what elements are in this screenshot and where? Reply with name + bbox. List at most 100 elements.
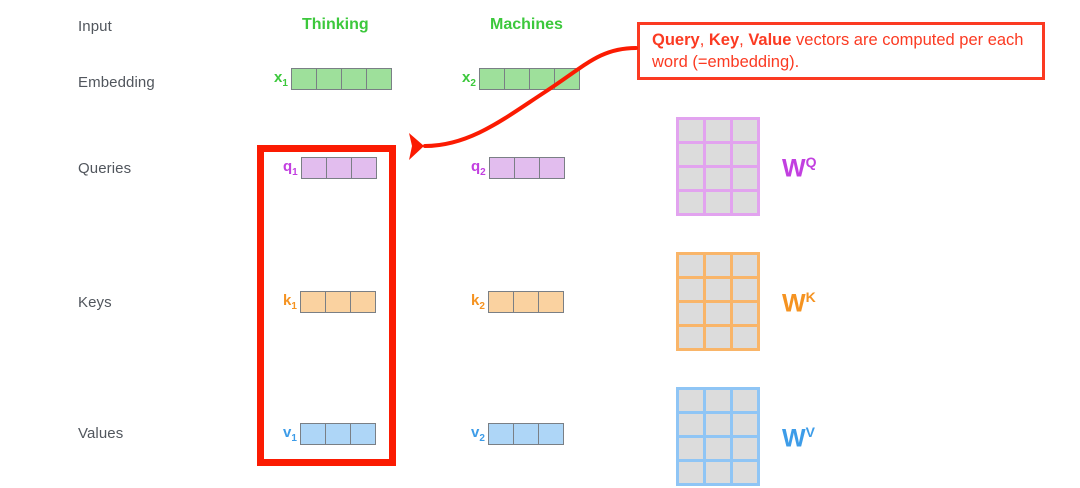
matrix-cell [733, 279, 757, 300]
matrix-cell [679, 390, 703, 411]
vector-name-x1: x1 [274, 68, 288, 89]
matrix-cell [733, 390, 757, 411]
vector-cell [349, 291, 376, 313]
matrix-cell [706, 168, 730, 189]
vector-name-v2: v2 [471, 423, 485, 444]
vector-cell [487, 291, 514, 313]
vector-cell [513, 157, 540, 179]
matrix-cell [733, 144, 757, 165]
vector-cell [512, 423, 539, 445]
matrix-cell [706, 144, 730, 165]
matrix-cell [733, 327, 757, 348]
matrix-cell [679, 327, 703, 348]
matrix-cell [679, 438, 703, 459]
callout-rest-text: vectors are computed per each word (=emb… [652, 31, 1024, 71]
vector-cell [340, 68, 367, 90]
matrix-cell [679, 144, 703, 165]
vector-cells-q2 [488, 157, 565, 179]
vector-cell [537, 423, 564, 445]
matrix-cell [706, 279, 730, 300]
vector-cell [537, 291, 564, 313]
vector-cell [512, 291, 539, 313]
matrix-cell [679, 192, 703, 213]
vector-cell [538, 157, 565, 179]
vector-cells-k2 [487, 291, 564, 313]
matrix-cell [733, 192, 757, 213]
vector-cell [488, 157, 515, 179]
value-vector-v1: v1 [283, 423, 376, 445]
vector-cell [290, 68, 317, 90]
matrix-cell [679, 255, 703, 276]
word-header-machines: Machines [490, 16, 563, 33]
matrix-cell [706, 120, 730, 141]
highlight-box-first-word-qkv [257, 145, 396, 466]
matrix-cell [706, 327, 730, 348]
matrix-cell [679, 279, 703, 300]
query-vector-q2: q2 [471, 157, 565, 179]
embedding-vector-x1: x1 [274, 68, 392, 90]
row-label-keys: Keys [78, 294, 112, 311]
matrix-cell [706, 255, 730, 276]
arrow-curve [423, 46, 638, 148]
row-label-queries: Queries [78, 160, 132, 177]
callout-annotation: Query, Key, Value vectors are computed p… [637, 22, 1045, 80]
matrix-cell [706, 192, 730, 213]
vector-name-v1: v1 [283, 423, 297, 444]
matrix-cell [733, 255, 757, 276]
matrix-cell [679, 120, 703, 141]
vector-name-x2: x2 [462, 68, 476, 89]
vector-cells-x1 [290, 68, 392, 90]
matrix-cell [733, 120, 757, 141]
vector-name-k1: k1 [283, 291, 297, 312]
weight-matrix-wq [676, 117, 760, 216]
vector-cell [487, 423, 514, 445]
callout-bold-key: Key [708, 31, 740, 49]
matrix-cell [679, 462, 703, 483]
vector-cells-q1 [300, 157, 377, 179]
weight-matrix-wk [676, 252, 760, 351]
callout-sep-1: , [699, 31, 709, 49]
key-vector-k2: k2 [471, 291, 564, 313]
vector-cells-v1 [299, 423, 376, 445]
embedding-vector-x2: x2 [462, 68, 580, 90]
vector-name-q1: q1 [283, 157, 298, 178]
callout-bold-value: Value [748, 31, 792, 49]
weight-matrix-wv [676, 387, 760, 486]
row-label-embedding: Embedding [78, 74, 155, 91]
arrow-head [409, 133, 424, 160]
matrix-cell [733, 303, 757, 324]
matrix-label-wv: WV [782, 424, 815, 453]
matrix-cell [679, 414, 703, 435]
vector-cell [350, 157, 377, 179]
vector-cell [349, 423, 376, 445]
matrix-label-wk: WK [782, 289, 816, 318]
matrix-cell [733, 438, 757, 459]
matrix-cell [706, 414, 730, 435]
vector-cells-k1 [299, 291, 376, 313]
vector-cells-v2 [487, 423, 564, 445]
matrix-cell [679, 168, 703, 189]
vector-cell [315, 68, 342, 90]
matrix-cell [706, 462, 730, 483]
query-vector-q1: q1 [283, 157, 377, 179]
vector-cell [528, 68, 555, 90]
row-label-values: Values [78, 425, 124, 442]
matrix-cell [706, 390, 730, 411]
value-vector-v2: v2 [471, 423, 564, 445]
vector-name-q2: q2 [471, 157, 486, 178]
key-vector-k1: k1 [283, 291, 376, 313]
row-label-input: Input [78, 18, 112, 35]
callout-bold-query: Query [652, 31, 700, 49]
matrix-cell [733, 414, 757, 435]
matrix-label-wq: WQ [782, 154, 817, 183]
vector-cell [478, 68, 505, 90]
vector-name-k2: k2 [471, 291, 485, 312]
matrix-cell [679, 303, 703, 324]
callout-sep-2: , [739, 31, 749, 49]
matrix-cell [706, 438, 730, 459]
matrix-cell [733, 462, 757, 483]
vector-cells-x2 [478, 68, 580, 90]
matrix-cell [706, 303, 730, 324]
matrix-cell [733, 168, 757, 189]
